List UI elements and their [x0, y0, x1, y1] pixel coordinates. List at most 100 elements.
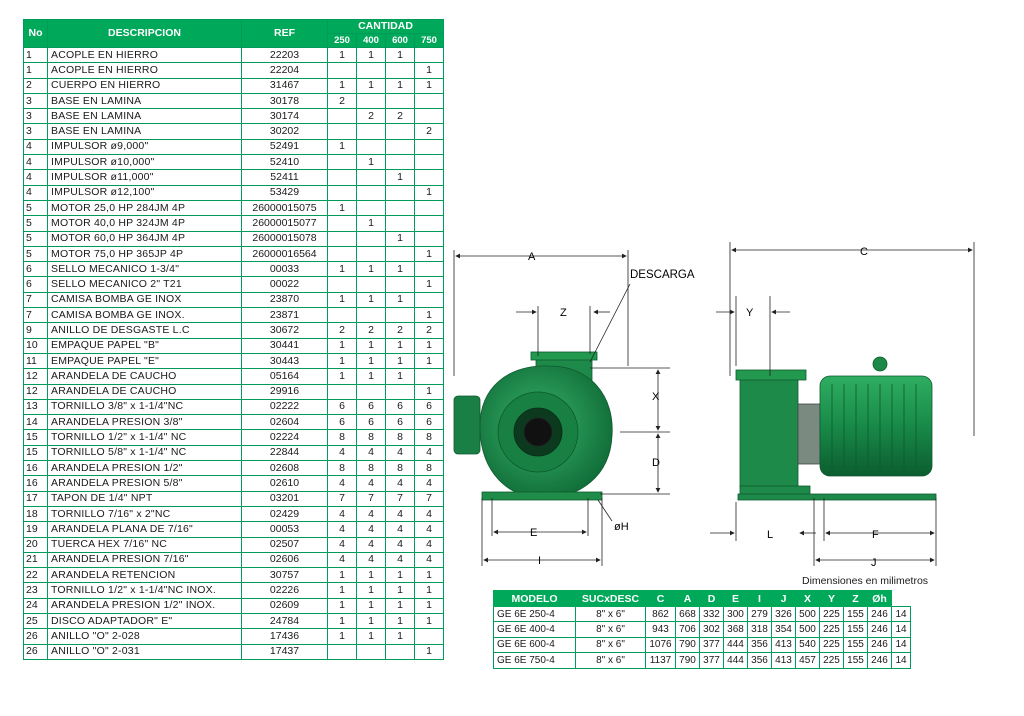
part-description: ACOPLE EN HIERRO [47, 62, 242, 79]
part-quantity [414, 92, 444, 110]
part-quantity: 7 [327, 490, 357, 507]
part-quantity: 1 [356, 154, 386, 171]
part-quantity: 6 [327, 398, 357, 416]
part-description: BASE EN LAMINA [47, 123, 242, 140]
part-no: 6 [23, 261, 48, 278]
part-no: 3 [23, 123, 48, 140]
part-quantity: 4 [385, 521, 415, 538]
part-ref: 00053 [241, 521, 328, 538]
part-ref: 52410 [241, 154, 328, 171]
part-quantity [385, 123, 415, 140]
dimension-value: 8" x 6" [575, 621, 646, 638]
dimension-value: 377 [699, 636, 724, 654]
dim-label-y: Y [746, 307, 754, 319]
part-no: 10 [23, 337, 48, 354]
header-cantidad: CANTIDAD [327, 19, 444, 34]
header-size: 600 [385, 33, 415, 48]
dimension-value: 457 [795, 652, 820, 669]
part-description: CUERPO EN HIERRO [47, 77, 242, 94]
part-quantity: 4 [327, 475, 357, 492]
part-quantity [414, 138, 444, 156]
part-description: BASE EN LAMINA [47, 92, 242, 110]
part-quantity: 1 [356, 215, 386, 232]
dimension-value: 326 [771, 605, 796, 623]
part-quantity [385, 154, 415, 171]
part-no: 5 [23, 199, 48, 217]
header-size: 400 [356, 33, 386, 48]
part-ref: 00022 [241, 276, 328, 293]
part-no: 16 [23, 475, 48, 492]
dimension-value: 500 [795, 621, 820, 638]
part-quantity: 1 [385, 597, 415, 614]
part-quantity [327, 230, 357, 247]
part-quantity: 1 [356, 46, 386, 64]
dimension-value: 8" x 6" [575, 652, 646, 669]
part-ref: 30178 [241, 92, 328, 110]
part-no: 4 [23, 138, 48, 156]
part-quantity: 1 [356, 567, 386, 584]
part-quantity [385, 62, 415, 79]
dimension-value: 246 [867, 636, 892, 654]
part-quantity [327, 307, 357, 324]
dimensions-header: X [795, 590, 820, 607]
dim-label-x: X [652, 391, 660, 403]
part-quantity: 1 [327, 138, 357, 156]
part-quantity [356, 276, 386, 293]
part-quantity [414, 215, 444, 232]
part-quantity: 4 [327, 521, 357, 538]
dimension-value: 368 [723, 621, 748, 638]
dimensions-header: SUCxDESC [575, 590, 646, 607]
part-quantity [356, 199, 386, 217]
part-ref: 02606 [241, 551, 328, 569]
dimensions-header: Y [819, 590, 844, 607]
part-quantity: 8 [385, 460, 415, 477]
part-quantity [414, 169, 444, 186]
part-quantity: 4 [385, 475, 415, 492]
dim-label-l: L [767, 529, 773, 541]
part-description: DISCO ADAPTADOR" E" [47, 612, 242, 630]
dimension-value: 225 [819, 605, 844, 623]
part-quantity: 1 [327, 291, 357, 309]
dimension-value: 377 [699, 652, 724, 669]
dimension-value: 8" x 6" [575, 636, 646, 654]
part-description: ARANDELA PRESION 5/8" [47, 475, 242, 492]
part-quantity: 1 [356, 291, 386, 309]
part-ref: 26000015078 [241, 230, 328, 247]
part-quantity: 1 [414, 77, 444, 94]
part-quantity: 1 [414, 62, 444, 79]
part-ref: 22204 [241, 62, 328, 79]
part-quantity: 1 [385, 291, 415, 309]
part-ref: 26000016564 [241, 245, 328, 263]
part-no: 5 [23, 230, 48, 247]
dim-label-c: C [860, 246, 868, 258]
part-ref: 22844 [241, 444, 328, 462]
part-description: MOTOR 25,0 HP 284JM 4P [47, 199, 242, 217]
dimensions-header: I [747, 590, 772, 607]
part-quantity [356, 307, 386, 324]
part-quantity: 4 [356, 475, 386, 492]
dimension-value: 225 [819, 636, 844, 654]
part-quantity [327, 215, 357, 232]
part-no: 7 [23, 307, 48, 324]
part-description: MOTOR 75,0 HP 365JP 4P [47, 245, 242, 263]
part-ref: 29916 [241, 383, 328, 400]
part-description: CAMISA BOMBA GE INOX [47, 291, 242, 309]
part-quantity [356, 123, 386, 140]
part-quantity: 1 [414, 582, 444, 599]
part-quantity: 1 [385, 169, 415, 186]
part-description: IMPULSOR ø10,000" [47, 154, 242, 171]
